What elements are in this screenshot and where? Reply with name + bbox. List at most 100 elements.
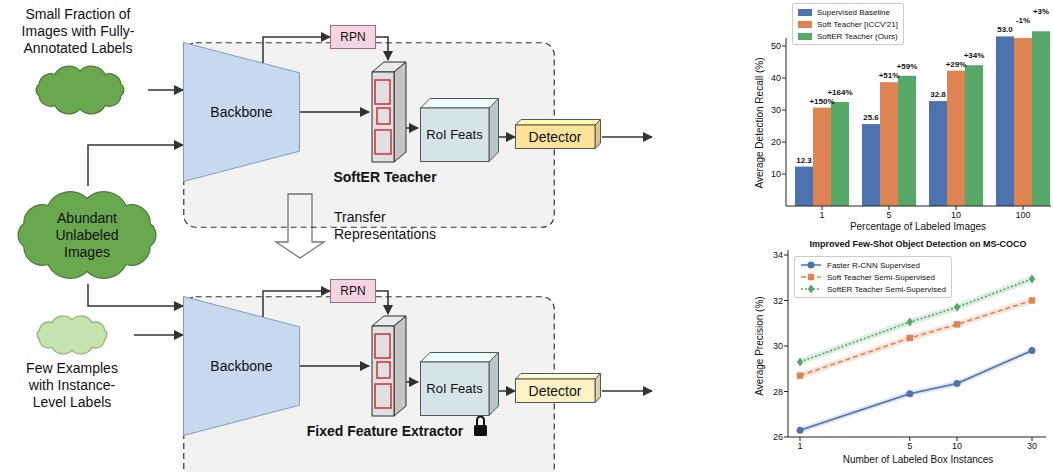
- tick: [782, 174, 786, 175]
- legend-row: SoftER Teacher (Ours): [798, 30, 898, 42]
- connector: [134, 334, 183, 336]
- box-side-face: [489, 353, 499, 416]
- series-line: [800, 301, 1032, 376]
- bar: [1014, 38, 1032, 206]
- box-front-face: [421, 108, 490, 162]
- labeled-images-cloud: Small Fraction of Images with Fully-Anno…: [8, 6, 148, 118]
- tick-label: 28: [773, 387, 783, 396]
- value-label: +59%: [897, 63, 918, 71]
- axis-title: Average Detection Recall (%): [755, 58, 765, 189]
- point-marker: [954, 303, 960, 312]
- detector-block: Detector: [515, 119, 601, 149]
- value-label: Improved Few-Shot Object Detection on MS…: [809, 240, 1026, 249]
- legend-text: SoftER Teacher Semi-Supervised: [827, 285, 946, 294]
- roi-feats-block: RoI Feats: [420, 352, 499, 416]
- rpn-box: RPN: [330, 279, 376, 303]
- x-axis: [786, 206, 1051, 207]
- error-band: [800, 275, 1032, 365]
- bar: [880, 82, 898, 206]
- legend-text: Faster R-CNN Supervised: [827, 261, 920, 270]
- tick: [784, 437, 788, 438]
- connector: [88, 145, 183, 186]
- point-marker: [808, 274, 814, 280]
- tick: [782, 142, 786, 143]
- rpn-box: RPN: [330, 25, 376, 49]
- point-marker: [797, 357, 803, 366]
- node-label: Detector: [529, 383, 582, 400]
- series: [797, 297, 1035, 379]
- point-marker: [1029, 347, 1036, 354]
- point-marker: [797, 372, 803, 378]
- node-label: SoftER Teacher: [310, 169, 460, 186]
- legend-line-sample: [800, 272, 822, 282]
- bar: [1032, 31, 1050, 206]
- point-marker: [797, 427, 804, 434]
- tick: [784, 391, 788, 392]
- bar: [862, 124, 880, 206]
- flow-arrow: [602, 390, 652, 392]
- tick-label: 20: [771, 138, 781, 147]
- process-box: [331, 26, 376, 49]
- dashed-panel: [184, 43, 555, 228]
- node-label: Abundant Unlabeled Images: [35, 210, 139, 260]
- value-label: +164%: [827, 89, 852, 97]
- tick-label: 10: [951, 211, 961, 220]
- bar: [795, 167, 813, 206]
- dashed-panel: [184, 297, 555, 472]
- series-line: [800, 279, 1032, 362]
- tick: [800, 437, 801, 441]
- process-box: [331, 280, 376, 303]
- box-top-face: [421, 353, 499, 363]
- tick-label: 10: [952, 442, 962, 451]
- node-label: Detector: [529, 129, 582, 146]
- teacher-panel: Backbone RPN RoI FeatsSoftER Teacher: [120, 6, 492, 192]
- value-label: 32.8: [930, 91, 946, 99]
- y-axis: [788, 250, 789, 437]
- tick: [1023, 206, 1024, 210]
- tick: [784, 300, 788, 301]
- point-marker: [1029, 297, 1035, 303]
- tick-label: 26: [773, 433, 783, 442]
- value-label: +150%: [809, 98, 834, 106]
- box-top-face: [421, 99, 499, 109]
- backbone-block: Backbone: [183, 296, 300, 436]
- tick: [784, 255, 788, 256]
- edge-label: Transfer Representations: [334, 209, 464, 243]
- tick-label: 32: [773, 296, 783, 305]
- bar: [965, 65, 983, 206]
- point-marker: [1029, 274, 1035, 283]
- unlabeled-images-cloud: Abundant Unlabeled Images: [8, 186, 166, 284]
- roi-feats-block: RoI Feats: [420, 98, 499, 162]
- node-label: Fixed Feature Extractor: [280, 423, 490, 440]
- tick-label: 5: [907, 442, 912, 451]
- tick-label: Number of Labeled Box Instances: [843, 455, 994, 465]
- legend-row: Soft Teacher Semi-Supervised: [800, 271, 946, 283]
- backbone-block: Backbone: [183, 42, 300, 182]
- bar: [929, 101, 947, 206]
- point-marker: [954, 321, 960, 327]
- legend-text: Soft Teacher Semi-Supervised: [827, 273, 935, 282]
- legend-text: Soft Teacher [ICCV'21]: [817, 20, 898, 29]
- legend-row: Faster R-CNN Supervised: [800, 259, 946, 271]
- legend-row: Soft Teacher [ICCV'21]: [798, 18, 898, 30]
- series: [797, 347, 1036, 434]
- box-side-face: [489, 99, 499, 162]
- point-marker: [907, 335, 913, 341]
- tick-label: Percentage of Labeled Images: [850, 222, 986, 232]
- value-label: -1%: [1016, 17, 1030, 25]
- legend-text: Supervised Baseline: [817, 8, 890, 17]
- tick: [784, 346, 788, 347]
- value-label: 25.6: [863, 114, 879, 122]
- bar: [996, 36, 1014, 206]
- point-marker: [808, 285, 814, 294]
- connector: [148, 89, 183, 91]
- legend-row: Supervised Baseline: [798, 6, 898, 18]
- legend-swatch: [798, 33, 812, 40]
- node-label: RoI Feats: [426, 127, 482, 143]
- point-marker: [906, 390, 913, 397]
- axis-title: Average Precision (%): [755, 296, 765, 395]
- point-marker: [808, 262, 815, 269]
- tick-label: 5: [886, 211, 891, 220]
- box-top-face: [516, 374, 601, 380]
- legend-line-sample: [800, 260, 822, 270]
